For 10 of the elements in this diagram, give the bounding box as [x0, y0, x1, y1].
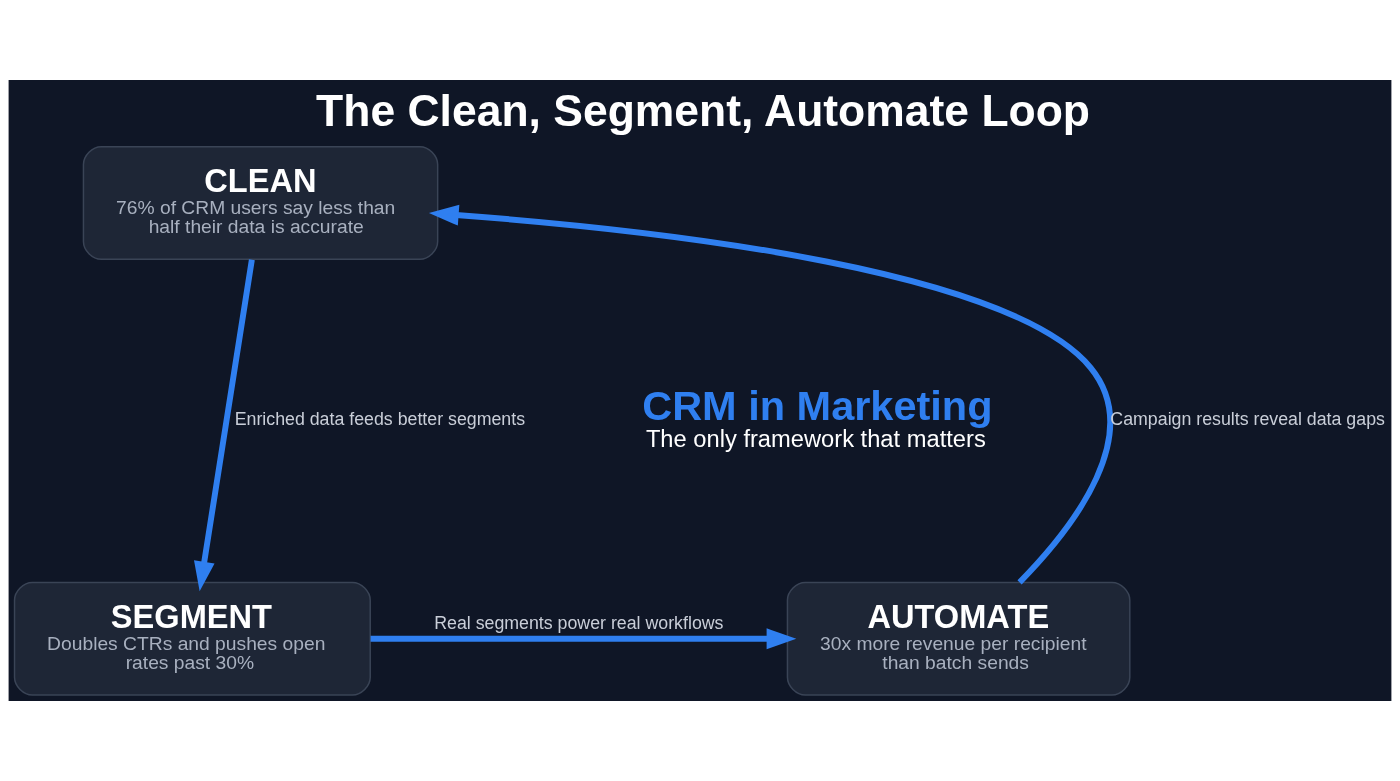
arrow	[194, 259, 255, 592]
node-box: SEGMENT Doubles CTRs and pushes open rates past 30%	[13, 581, 371, 696]
node-box: CLEAN 76% of CRM users say less than half their data is accurate	[82, 145, 439, 261]
edge-label: Real segments power real workflows	[434, 613, 724, 634]
edge-label: Enriched data feeds better segments	[234, 409, 526, 430]
diagram-title: The Clean, Segment, Automate Loop	[316, 85, 1091, 135]
arrow	[428, 204, 1113, 585]
node-box: AUTOMATE 30x more revenue per recipient than batch sends	[786, 581, 1131, 696]
arrow	[370, 628, 797, 650]
label: CRM in Marketing	[642, 381, 993, 429]
